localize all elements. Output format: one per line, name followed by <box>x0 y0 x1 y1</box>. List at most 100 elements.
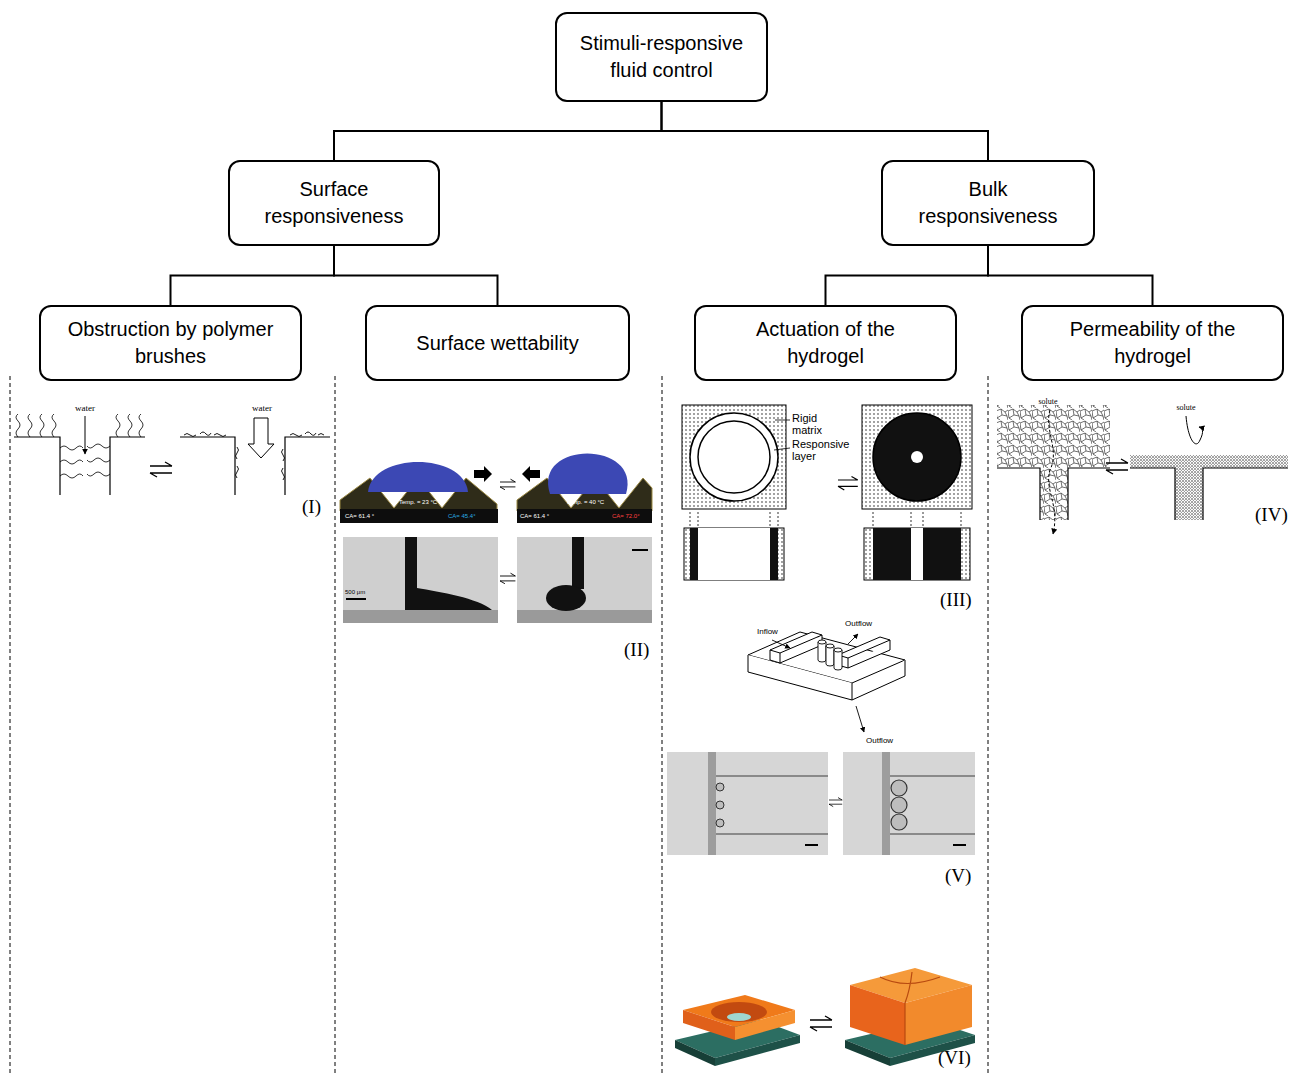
wettability-figure <box>548 454 628 495</box>
box-label: Surface wettability <box>416 330 578 357</box>
pillar-valve-figure <box>716 783 724 827</box>
polymer-brush-figure <box>87 458 110 462</box>
pillar-valve-figure <box>838 637 890 668</box>
polymer-brush-figure <box>116 414 120 437</box>
box-label: Stimuli-responsive fluid control <box>569 30 754 84</box>
polymer-brush-figure <box>128 414 132 437</box>
pillar-valve-figure <box>770 632 822 663</box>
valve-figure <box>873 413 961 501</box>
hydrogel-valve-3d <box>880 972 940 1045</box>
permeability-figure <box>1186 416 1203 444</box>
valve-figure <box>698 528 770 580</box>
wettability-figure <box>368 462 468 492</box>
hydrogel-valve-3d <box>711 1002 767 1022</box>
wettability-figure <box>405 588 492 610</box>
figure-label: Outflow <box>845 620 872 629</box>
category-box: Bulk responsiveness <box>881 160 1095 246</box>
panel-number: (III) <box>940 590 972 611</box>
figure-label: CA= 61.4 ° <box>345 513 374 520</box>
permeability-figure <box>1175 468 1203 520</box>
figure-label: CA= 45.4° <box>448 513 476 520</box>
pillar-valve-figure <box>716 783 724 791</box>
polymer-brush-figure <box>60 446 83 450</box>
pillar-valve-figure <box>826 646 834 666</box>
pillar-valve-figure <box>818 640 842 670</box>
category-box: Surface wettability <box>365 305 630 381</box>
valve-figure <box>690 528 698 580</box>
pillar-valve-figure <box>708 752 716 855</box>
panel-number: (I) <box>302 497 321 518</box>
pillar-valve-figure <box>890 775 975 777</box>
pillar-valve-figure <box>716 775 828 777</box>
separator-lines <box>988 376 989 1076</box>
valve-figure <box>770 528 778 580</box>
valve-figure <box>838 476 858 490</box>
pillar-valve-figure <box>826 644 834 648</box>
panel-number: (VI) <box>938 1048 971 1069</box>
permeability-figure <box>997 468 1110 520</box>
polymer-brush-figure <box>16 414 20 437</box>
pillar-valve-figure <box>890 833 975 835</box>
hydrogel-valve-3d <box>810 1016 832 1031</box>
separator-lines <box>10 376 11 1076</box>
figure-label: water <box>252 404 272 414</box>
valve-figure <box>862 405 972 509</box>
pillar-valve-figure <box>856 706 864 732</box>
polymer-brush-figure <box>248 418 274 458</box>
valve-figure <box>690 512 961 528</box>
figure-label: solute <box>1176 404 1195 413</box>
box-label: Surface responsiveness <box>254 176 414 230</box>
hydrogel-valve-3d <box>675 968 975 1066</box>
valve-figure <box>873 512 874 528</box>
wettability-figure <box>405 537 417 592</box>
valve-figure <box>873 528 961 580</box>
pillar-valve-figure <box>882 752 890 855</box>
hydrogel-valve-3d <box>845 1040 890 1066</box>
wettability-figure <box>340 509 498 523</box>
tree-connector <box>662 102 989 160</box>
wettability-figure <box>343 537 498 623</box>
tree-connector <box>988 246 1153 305</box>
valve-figure <box>911 512 912 528</box>
wettability-figure <box>500 573 515 584</box>
polymer-brush-figure <box>14 437 145 495</box>
pillar-valve-figure <box>716 801 724 809</box>
polymer-brush-figure <box>60 474 83 478</box>
permeability-figure <box>997 405 1288 534</box>
polymer-brush-figure <box>87 472 110 476</box>
pillar-valve-figure <box>891 780 907 796</box>
valve-figure <box>961 512 962 528</box>
wettability-figure <box>517 509 652 523</box>
hydrogel-valve-3d <box>850 985 905 1045</box>
figure-label: 500 μm <box>345 589 365 596</box>
pillar-valve-figure <box>667 632 975 855</box>
separator-lines <box>10 376 988 1076</box>
box-label: Actuation of the hydrogel <box>720 316 931 370</box>
valve-figure <box>775 420 790 421</box>
category-box: Permeability of the hydrogel <box>1021 305 1284 381</box>
pillar-valve-figure <box>834 650 842 670</box>
category-box: Actuation of the hydrogel <box>694 305 957 381</box>
pillar-valve-figure <box>848 634 858 644</box>
hydrogel-valve-3d <box>675 1040 715 1066</box>
valve-figure <box>682 405 786 509</box>
figure-label: CA= 61.4 ° <box>520 513 549 520</box>
polymer-brush-figure <box>139 414 143 437</box>
permeability-figure <box>1106 459 1128 474</box>
tree-connector <box>334 102 662 160</box>
figure-label: Inflow <box>757 628 778 637</box>
category-box: Obstruction by polymer brushes <box>39 305 302 381</box>
wettability-figure <box>522 466 540 482</box>
valve-figure <box>690 512 691 528</box>
polymer-brush-figure <box>14 414 330 495</box>
hydrogel-valve-3d <box>727 1013 751 1021</box>
tree-connector <box>334 246 498 305</box>
polymer-brush-figure <box>28 414 32 437</box>
category-box: Stimuli-responsive fluid control <box>555 12 768 102</box>
pillar-valve-figure <box>953 844 966 846</box>
wettability-figure <box>500 479 515 490</box>
figure-label: Outflow <box>866 737 893 746</box>
pillar-valve-figure <box>834 648 842 652</box>
wettability-figure <box>546 585 586 611</box>
